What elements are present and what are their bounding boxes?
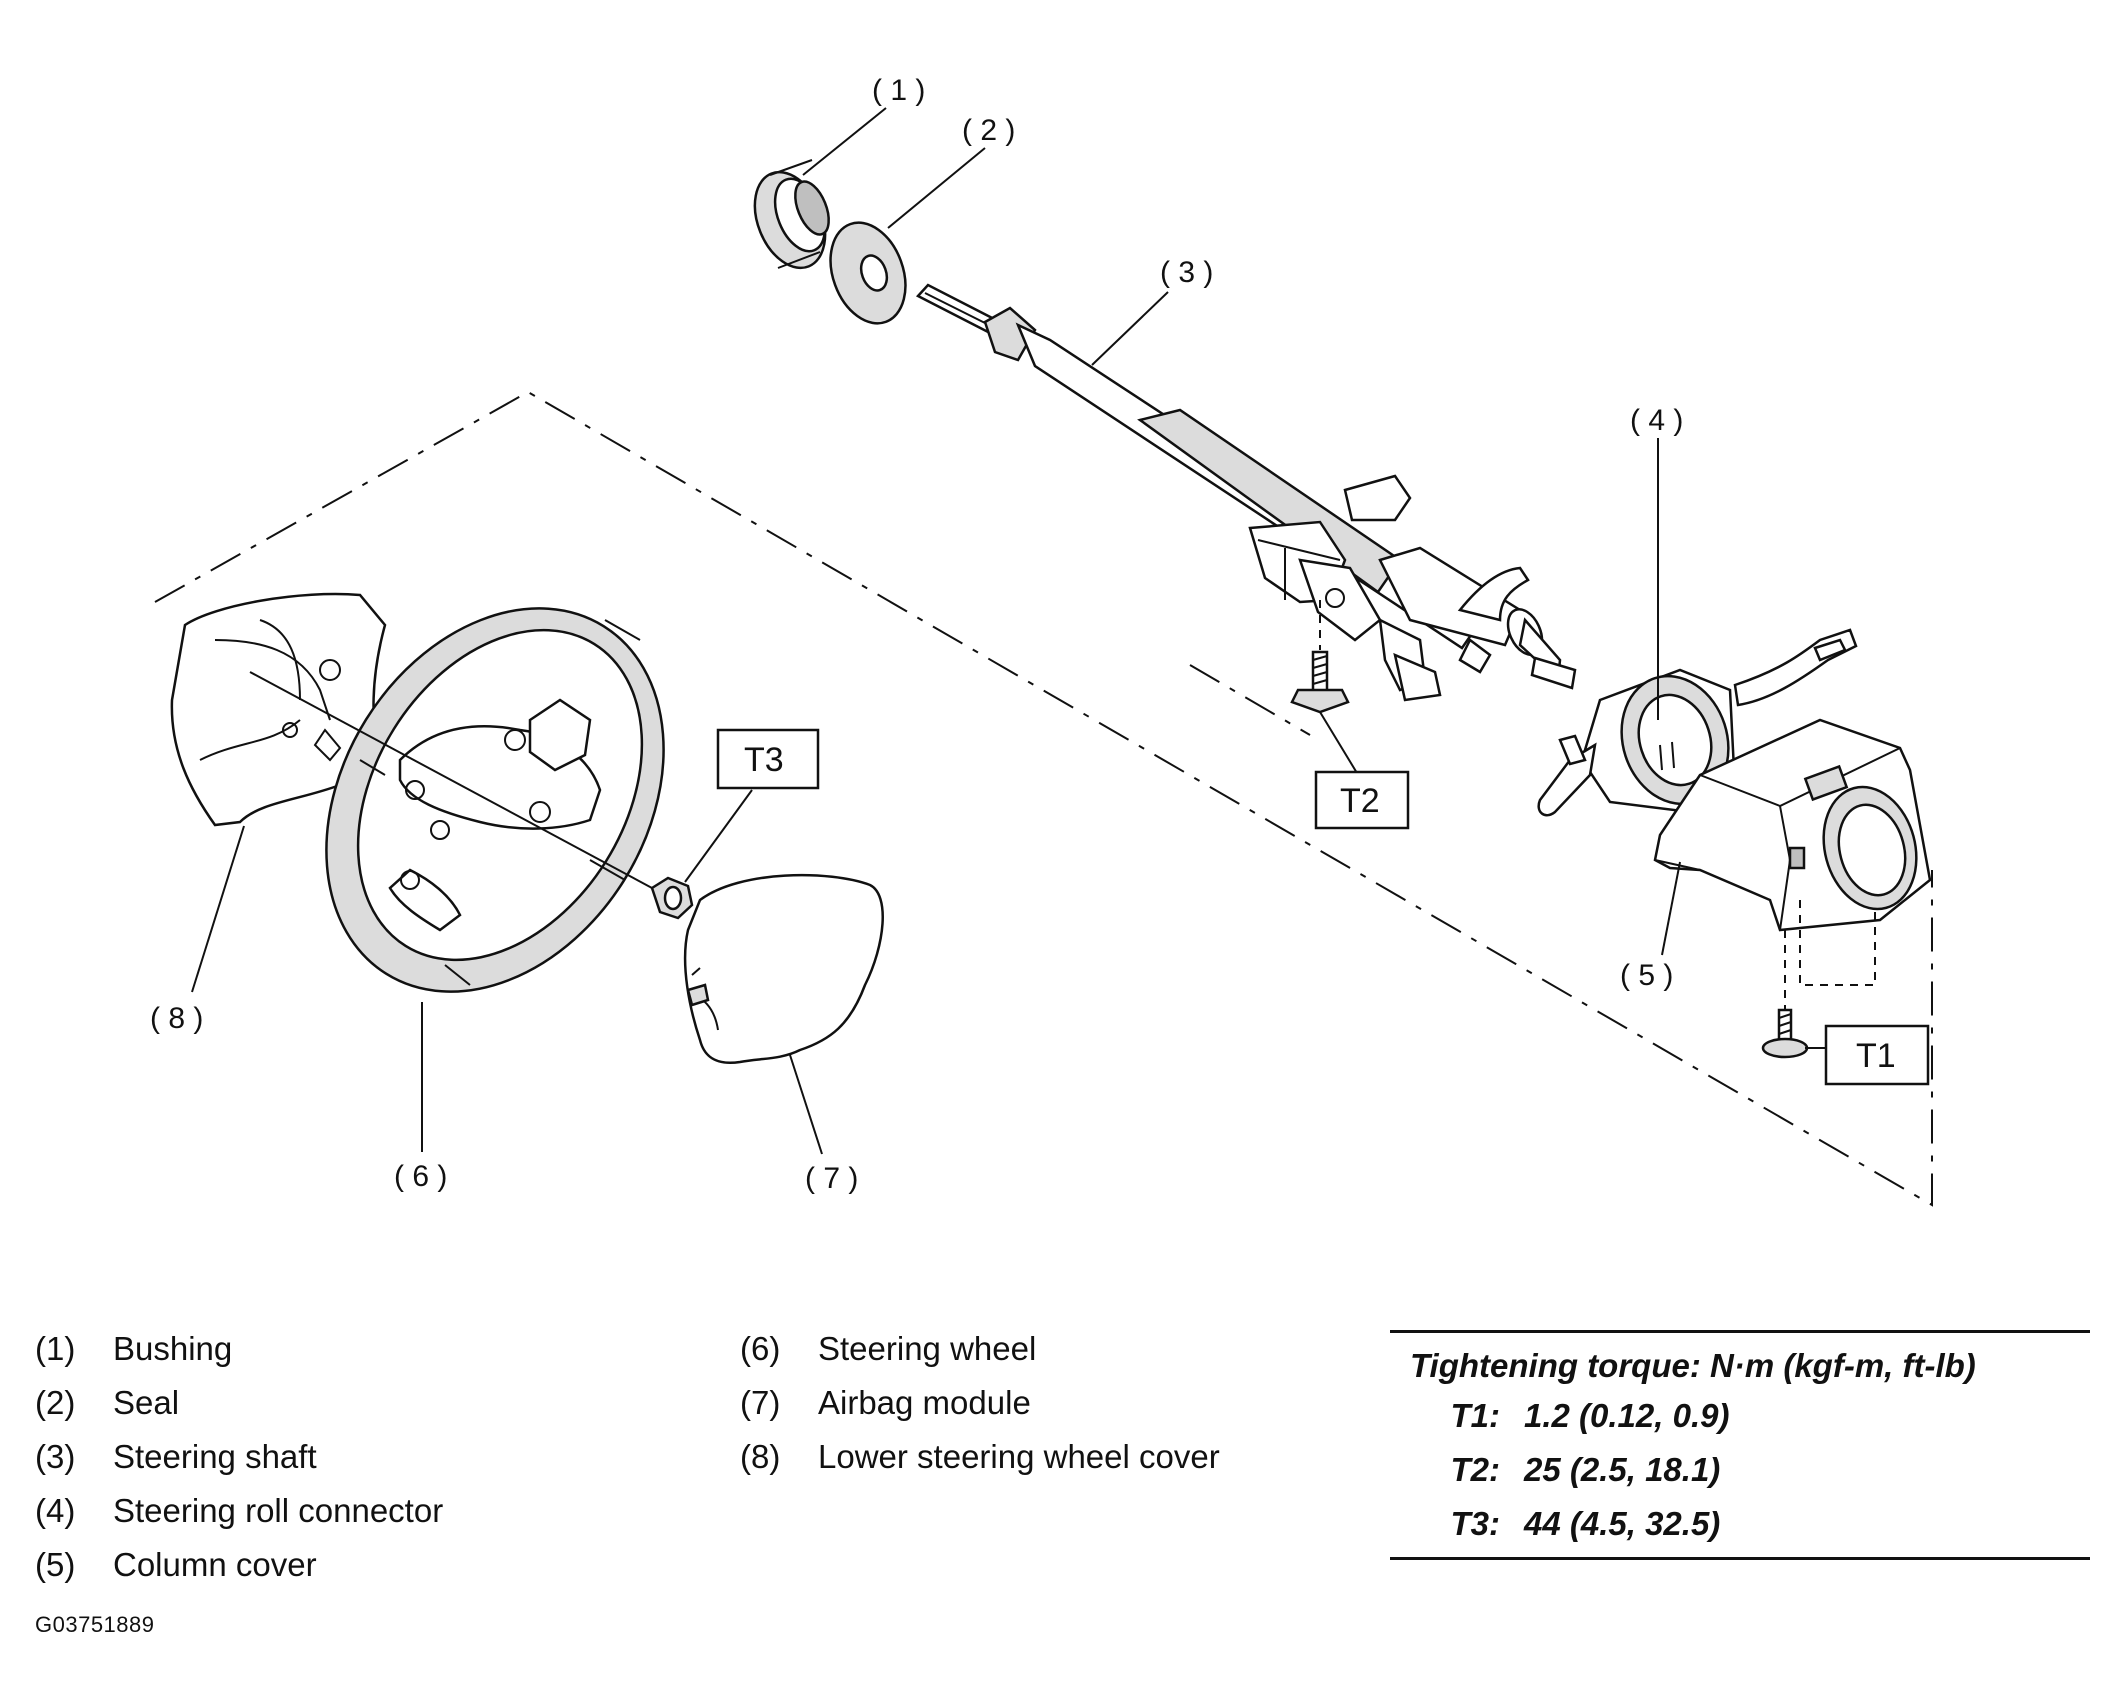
legend-item-number: (1) (35, 1330, 76, 1367)
column-cover-part (1653, 718, 1932, 932)
t1-box (1824, 1024, 1930, 1086)
torque-value: 25 (2.5, 18.1) (1524, 1451, 1721, 1488)
bushing-part (753, 159, 830, 270)
legend-item-label: Steering roll connector (113, 1492, 444, 1529)
legend-item: (1) Bushing (35, 1322, 443, 1376)
steering-shaft-part (915, 283, 1577, 702)
t2-box (1314, 770, 1410, 830)
callout-2: ( 2 ) (962, 114, 1015, 147)
callout-3: ( 3 ) (1160, 256, 1213, 289)
legend-item: (5) Column cover (35, 1538, 443, 1592)
lower-steering-wheel-cover-part (170, 592, 387, 827)
t2-bolt (1290, 650, 1350, 714)
legend-item-number: (5) (35, 1546, 76, 1583)
t1-label: T1 (1856, 1037, 1896, 1075)
torque-row: T1: 1.2 (0.12, 0.9) (1390, 1389, 2090, 1443)
legend-item: (7) Airbag module (740, 1376, 1220, 1430)
torque-row: T2: 25 (2.5, 18.1) (1390, 1443, 2090, 1497)
callout-5: ( 5 ) (1620, 959, 1673, 992)
torque-row: T3: 44 (4.5, 32.5) (1390, 1497, 2090, 1551)
figure-code: G03751889 (35, 1612, 155, 1637)
legend-item: (8) Lower steering wheel cover (740, 1430, 1220, 1484)
assembly-upper-line (1189, 664, 1311, 736)
tightening-torque-table: Tightening torque: N·m (kgf-m, ft-lb) T1… (1390, 1330, 2090, 1560)
legend-column-left: (1) Bushing (2) Seal (3) Steering shaft … (35, 1322, 443, 1592)
callout-8: ( 8 ) (150, 1002, 203, 1035)
steering-roll-connector-part (1537, 628, 1858, 817)
legend-item-label: Steering shaft (113, 1438, 317, 1475)
airbag-module-leader (789, 1054, 823, 1155)
t3-nut (650, 876, 694, 920)
torque-key: T2: (1450, 1451, 1501, 1488)
legend-item-label: Bushing (113, 1330, 233, 1367)
legend-item-number: (4) (35, 1492, 76, 1529)
t3-leader (684, 789, 753, 883)
torque-table-title: Tightening torque: N·m (kgf-m, ft-lb) (1410, 1347, 1976, 1384)
steering-wheel-part (325, 607, 665, 993)
legend-item-label: Steering wheel (818, 1330, 1037, 1367)
legend-item: (6) Steering wheel (740, 1322, 1220, 1376)
column-cover-leader (1661, 861, 1681, 956)
t2-label: T2 (1340, 782, 1380, 820)
bushing-leader (802, 107, 887, 176)
t2-leader (1319, 711, 1361, 779)
t1-screw (1761, 1008, 1809, 1059)
legend-item-number: (2) (35, 1384, 76, 1421)
steering-shaft-leader (1091, 291, 1169, 366)
lower-cover-leader (191, 825, 245, 993)
torque-value: 1.2 (0.12, 0.9) (1524, 1397, 1730, 1434)
table-bottom-rule (1390, 1557, 2090, 1560)
t3-box (716, 728, 820, 790)
seal-leader (887, 147, 986, 229)
exploded-steering-diagram: ( 1 ) ( 2 ) ( 3 ) T2 (150, 74, 1933, 1207)
callout-7: ( 7 ) (805, 1162, 858, 1195)
legend-item-number: (6) (740, 1330, 781, 1367)
callout-1: ( 1 ) (872, 74, 925, 107)
legend-item: (4) Steering roll connector (35, 1484, 443, 1538)
legend-column-middle: (6) Steering wheel (7) Airbag module (8)… (740, 1322, 1220, 1484)
legend-item-label: Column cover (113, 1546, 317, 1583)
legend-item-label: Airbag module (818, 1384, 1031, 1421)
airbag-module-part (683, 873, 884, 1064)
assembly-outline-line (154, 390, 1933, 1207)
torque-value: 44 (4.5, 32.5) (1524, 1505, 1721, 1542)
t1-dashed-guide (1799, 900, 1876, 986)
steering-wheel-axis-line (249, 671, 653, 889)
torque-key: T3: (1450, 1505, 1501, 1542)
legend-item-number: (7) (740, 1384, 781, 1421)
legend-item-label: Lower steering wheel cover (818, 1438, 1220, 1475)
legend-item: (3) Steering shaft (35, 1430, 443, 1484)
seal-part (829, 221, 907, 325)
legend-item: (2) Seal (35, 1376, 443, 1430)
callout-4: ( 4 ) (1630, 404, 1683, 437)
legend-item-label: Seal (113, 1384, 180, 1421)
legend-item-number: (3) (35, 1438, 76, 1475)
t3-label: T3 (744, 741, 784, 779)
callout-6: ( 6 ) (394, 1160, 447, 1193)
table-top-rule (1390, 1330, 2090, 1333)
legend-item-number: (8) (740, 1438, 781, 1475)
torque-key: T1: (1450, 1397, 1501, 1434)
